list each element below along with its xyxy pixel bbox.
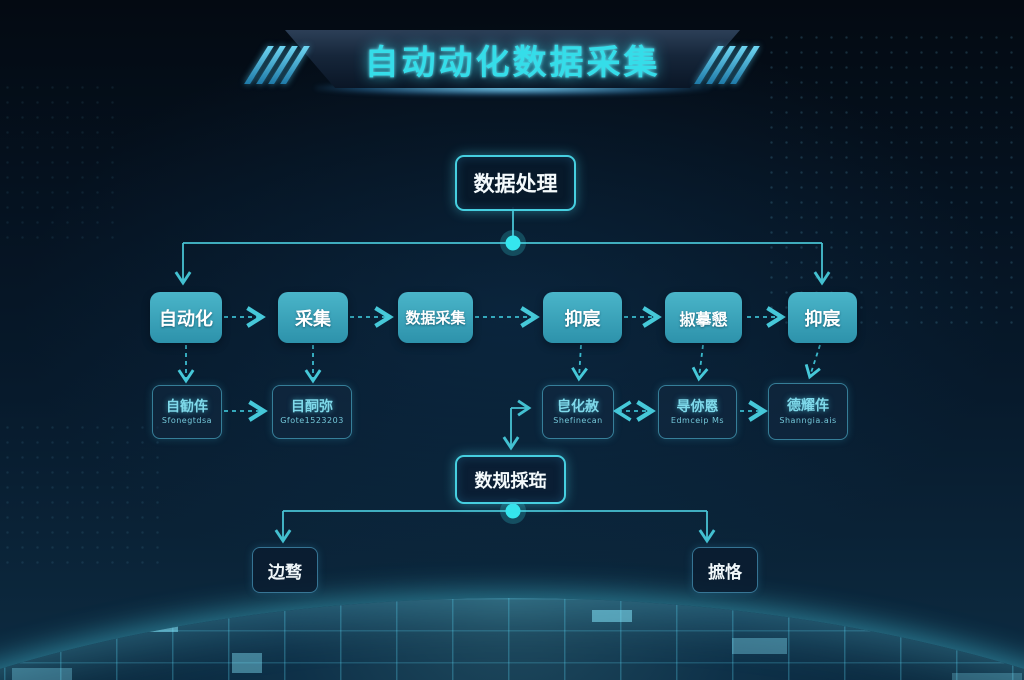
node-subtext: Edmceip Ms bbox=[670, 416, 725, 426]
node-label: 自勧伡 bbox=[166, 398, 208, 415]
node-bottom-right: 摭恪 bbox=[692, 547, 758, 593]
node-subtext: Sfonegtdsa bbox=[161, 416, 213, 426]
node-label: 摭恪 bbox=[708, 562, 742, 583]
dot-pattern-bottom-left bbox=[0, 420, 170, 570]
node-sub-2: 目䣳弥 Gfote1523203 bbox=[272, 385, 352, 439]
node-automation: 自动化 bbox=[150, 292, 222, 343]
node-label: 自动化 bbox=[159, 308, 213, 330]
node-row1-5: 掓摹懇 bbox=[665, 292, 742, 343]
node-label: 抑宸 bbox=[564, 308, 601, 330]
node-subtext: Gfote1523203 bbox=[280, 416, 344, 426]
node-sub-5: 德耀伡 Shanngia.ais bbox=[768, 383, 848, 440]
node-mid-collector: 数规採珤 bbox=[455, 455, 566, 504]
node-sub-3: 皀化赦 Shefinecan bbox=[542, 385, 614, 439]
node-label: 目䣳弥 bbox=[291, 398, 333, 415]
node-data-collection: 数据采集 bbox=[398, 292, 473, 343]
node-subtext: Shefinecan bbox=[553, 416, 603, 426]
node-label: 皀化赦 bbox=[557, 398, 599, 415]
node-label: 边骛 bbox=[268, 562, 302, 583]
node-label: 德耀伡 bbox=[787, 398, 829, 415]
node-label: 采集 bbox=[295, 308, 331, 330]
node-row1-4: 抑宸 bbox=[543, 292, 622, 343]
node-label: 数据处理 bbox=[473, 172, 558, 196]
node-row1-6: 抑宸 bbox=[788, 292, 857, 343]
grid-tile bbox=[952, 673, 1022, 680]
grid-tile bbox=[132, 618, 178, 632]
node-data-processing: 数据处理 bbox=[455, 155, 576, 211]
dot-pattern-top-left bbox=[0, 80, 120, 240]
node-label: 数规採珤 bbox=[474, 470, 547, 492]
grid-tile bbox=[592, 610, 632, 622]
node-subtext: Shanngia.ais bbox=[779, 415, 837, 425]
node-sub-4: 㝵㑊㥦 Edmceip Ms bbox=[658, 385, 737, 439]
node-label: 掓摹懇 bbox=[679, 309, 728, 329]
node-label: 数据采集 bbox=[405, 309, 466, 327]
grid-tile bbox=[232, 653, 262, 673]
grid-tile bbox=[12, 668, 72, 680]
title-banner: 自动动化数据采集 bbox=[285, 30, 740, 88]
node-collect: 采集 bbox=[278, 292, 348, 343]
grid-tile bbox=[732, 638, 787, 654]
junction-dots bbox=[500, 230, 526, 524]
node-label: 㝵㑊㥦 bbox=[676, 398, 719, 415]
node-sub-1: 自勧伡 Sfonegtdsa bbox=[152, 385, 222, 439]
dot-pattern-top-right bbox=[764, 30, 1024, 330]
page-title: 自动动化数据采集 bbox=[364, 42, 661, 83]
node-label: 抑宸 bbox=[804, 308, 841, 330]
node-bottom-left: 边骛 bbox=[252, 547, 318, 593]
